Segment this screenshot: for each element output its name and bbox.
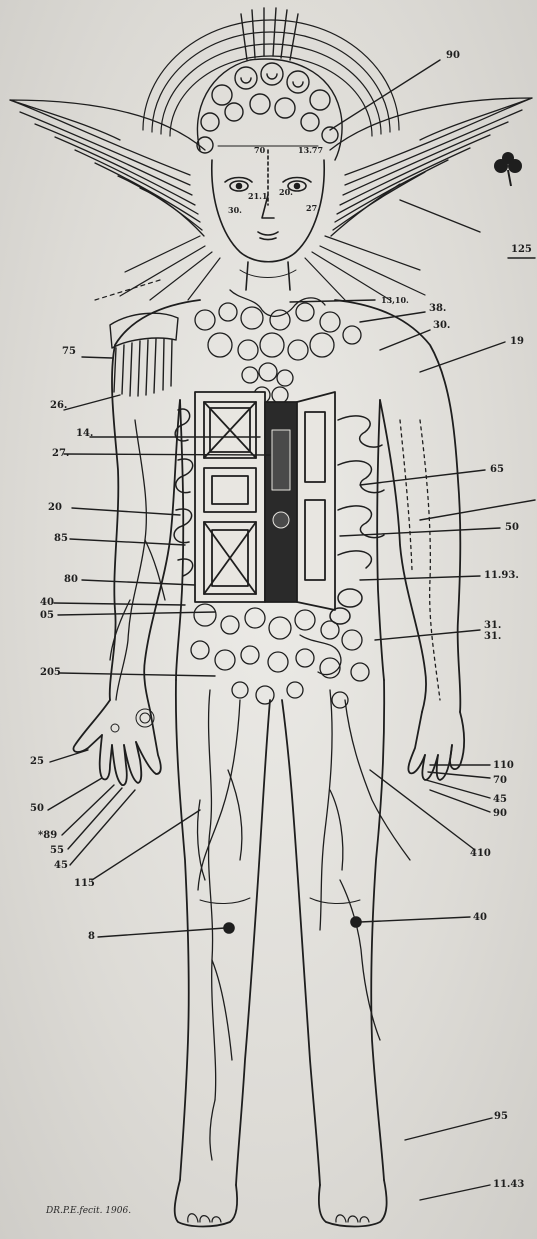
- face-label-13-77: 13.77: [298, 146, 323, 155]
- face-label-21-1: 21.1: [248, 192, 267, 201]
- face-label-27: 27.: [306, 204, 320, 213]
- shamrock-icon: [491, 152, 525, 190]
- label-110: 110: [493, 760, 514, 771]
- label-20: 20: [48, 502, 62, 513]
- label-50-left: 50: [30, 803, 44, 814]
- label-90: 90: [446, 50, 460, 61]
- label-205: 205: [40, 667, 61, 678]
- label-25: 25: [30, 756, 44, 767]
- label-85: 85: [54, 533, 68, 544]
- lower-organs: [191, 604, 369, 708]
- label-95: 95: [494, 1111, 508, 1122]
- leader-lines: [48, 60, 535, 1200]
- label-80: 80: [64, 574, 78, 585]
- face-label-20: 20.: [279, 188, 293, 197]
- chest-cabinet: [195, 392, 335, 610]
- label-05: 05: [40, 610, 54, 621]
- label-89: *89: [38, 830, 57, 841]
- artist-signature: DR.P.E.fecit. 1906.: [46, 1206, 131, 1216]
- label-27: 27.: [52, 448, 69, 459]
- face-label-30: 30.: [228, 206, 242, 215]
- label-11-43: 11.43: [493, 1179, 524, 1190]
- label-55: 55: [50, 845, 64, 856]
- label-70: 70: [493, 775, 507, 786]
- left-wing: [10, 100, 205, 236]
- upper-organs: [195, 290, 361, 403]
- label-40-right: 40: [473, 912, 487, 923]
- palm-markings: [111, 709, 154, 732]
- label-45-left: 45: [54, 860, 68, 871]
- face: [212, 146, 324, 290]
- label-45-right: 45: [493, 794, 507, 805]
- label-40-left: 40: [40, 597, 54, 608]
- label-115: 115: [74, 878, 95, 889]
- label-14: 14.: [76, 428, 93, 439]
- epaulette: [110, 313, 178, 396]
- label-8: 8: [88, 931, 95, 942]
- face-label-70: 70: [254, 146, 265, 155]
- label-90-right: 90: [493, 808, 507, 819]
- label-30-top: 30.: [433, 320, 450, 331]
- label-31: 31.31.: [484, 620, 501, 642]
- label-38: 38.: [429, 303, 446, 314]
- label-11-93: 11.93.: [484, 570, 519, 581]
- halo: [143, 20, 399, 136]
- label-19: 19: [510, 336, 524, 347]
- label-410: 410: [470, 848, 491, 859]
- label-26: 26.: [50, 400, 67, 411]
- label-125: 125: [511, 244, 532, 255]
- label-75: 75: [62, 346, 76, 357]
- head-rays: [95, 236, 425, 300]
- label-65: 65: [490, 464, 504, 475]
- label-50-right: 50: [505, 522, 519, 533]
- label-13-10: 13,10.: [381, 296, 409, 305]
